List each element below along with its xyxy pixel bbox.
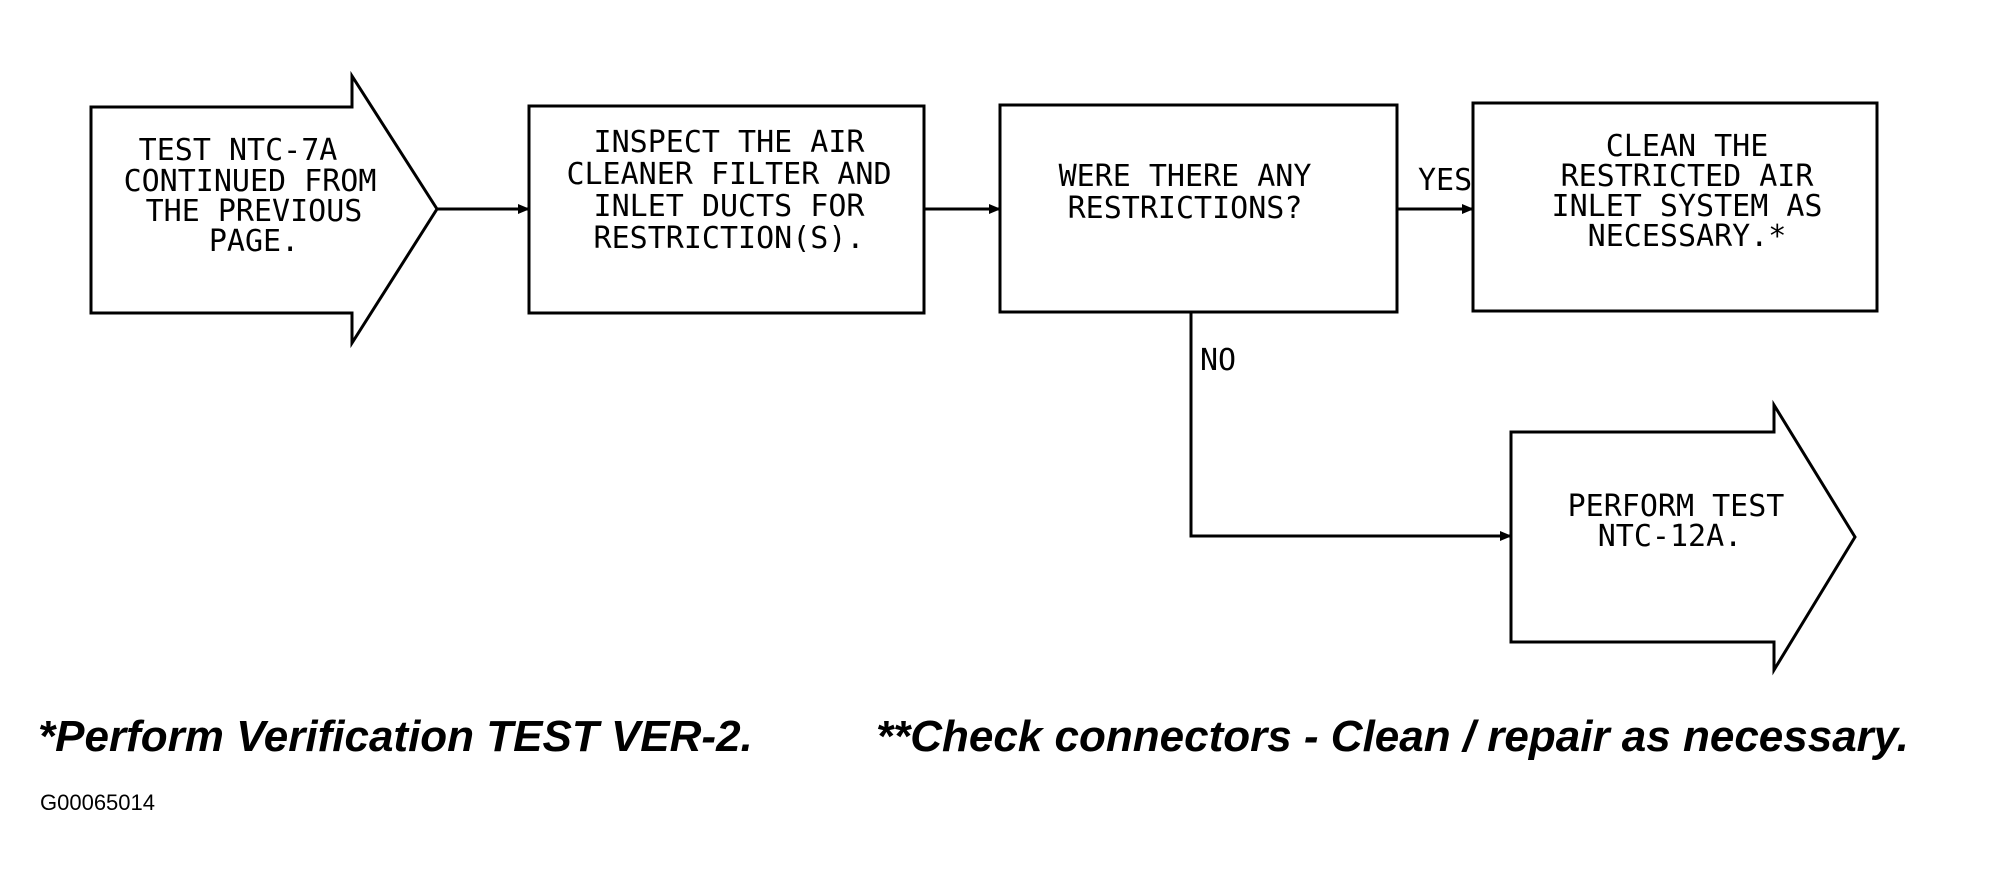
node-inspect-box: INSPECT THE AIR CLEANER FILTER AND INLET… (527, 104, 926, 315)
edge-label-no: NO (1200, 343, 1236, 378)
node-decision-line-1: WERE THERE ANY (1059, 159, 1312, 194)
node-clean-line-2: RESTRICTED AIR (1561, 159, 1815, 194)
edge-label-yes: YES (1418, 163, 1472, 198)
node-decision-box: WERE THERE ANY RESTRICTIONS? (998, 103, 1399, 314)
node-start-line-3: THE PREVIOUS (146, 194, 363, 229)
node-clean-line-3: INLET SYSTEM AS (1552, 189, 1823, 224)
node-inspect-line-3: INLET DUCTS FOR (594, 189, 866, 224)
node-perform-line-2: NTC-12A. (1598, 519, 1743, 554)
node-start-line-2: CONTINUED FROM (124, 164, 377, 199)
node-start-line-1: TEST NTC-7A (139, 133, 338, 168)
node-inspect-line-4: RESTRICTION(S). (594, 221, 865, 256)
node-start-arrow: TEST NTC-7A CONTINUED FROM THE PREVIOUS … (89, 70, 439, 349)
node-inspect-line-1: INSPECT THE AIR (594, 125, 866, 160)
node-decision-line-2: RESTRICTIONS? (1068, 191, 1303, 226)
node-clean-line-4: NECESSARY.* (1588, 219, 1787, 254)
node-perform-arrow: PERFORM TEST NTC-12A. (1509, 399, 1857, 676)
figure-id: G00065014 (40, 790, 155, 815)
node-start-line-4: PAGE. (209, 224, 299, 259)
edge-decision-to-perform (1189, 312, 1512, 541)
footnote-verification: *Perform Verification TEST VER-2. (38, 712, 753, 761)
node-perform-line-1: PERFORM TEST (1568, 489, 1785, 524)
footnote-connectors: **Check connectors - Clean / repair as n… (876, 712, 1909, 761)
node-clean-line-1: CLEAN THE (1606, 129, 1769, 164)
node-inspect-line-2: CLEANER FILTER AND (566, 157, 891, 192)
node-clean-box: CLEAN THE RESTRICTED AIR INLET SYSTEM AS… (1471, 101, 1879, 313)
